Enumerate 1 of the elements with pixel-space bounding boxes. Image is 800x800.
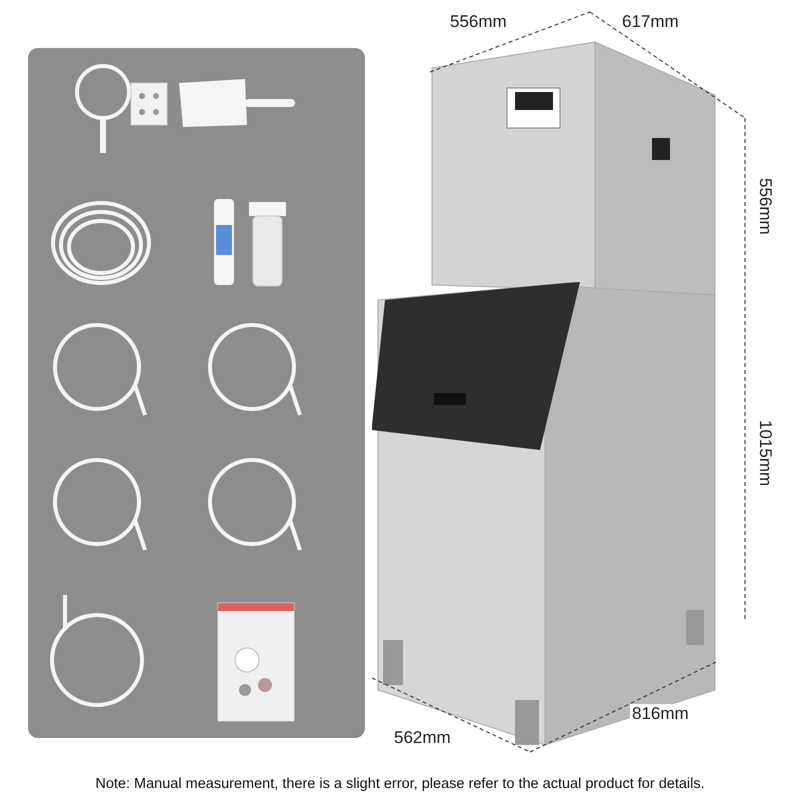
note: Note: Manual measurement, there is a slight error, please refer to the actual product for details. [94,776,706,792]
